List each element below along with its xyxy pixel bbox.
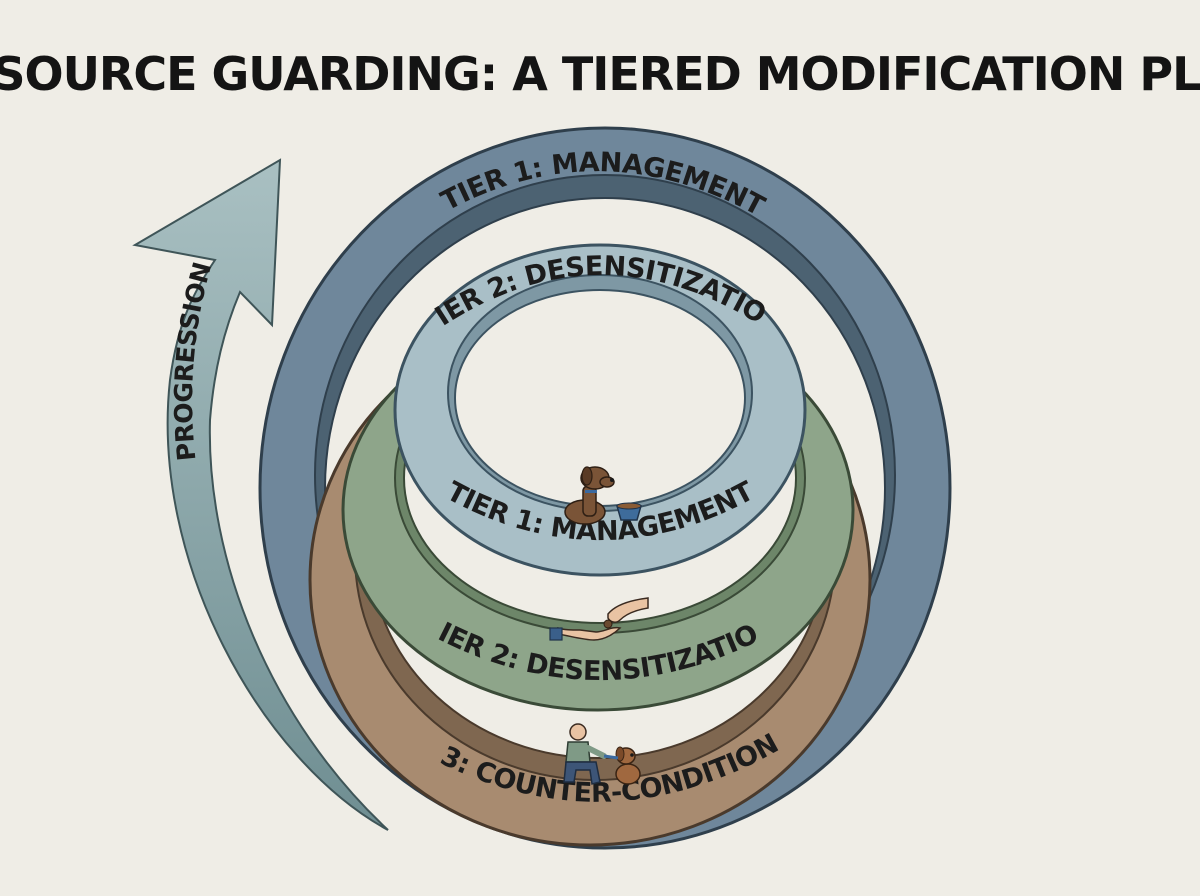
- person-with-dog-icon: [563, 723, 641, 785]
- progression-arrow: PROGRESSION: [132, 158, 389, 831]
- hand-giving-treat-icon: [549, 597, 649, 641]
- page-title: RESOURCE GUARDING: A TIERED MODIFICATION…: [0, 47, 1200, 101]
- dog-with-bowl-icon: [564, 466, 642, 525]
